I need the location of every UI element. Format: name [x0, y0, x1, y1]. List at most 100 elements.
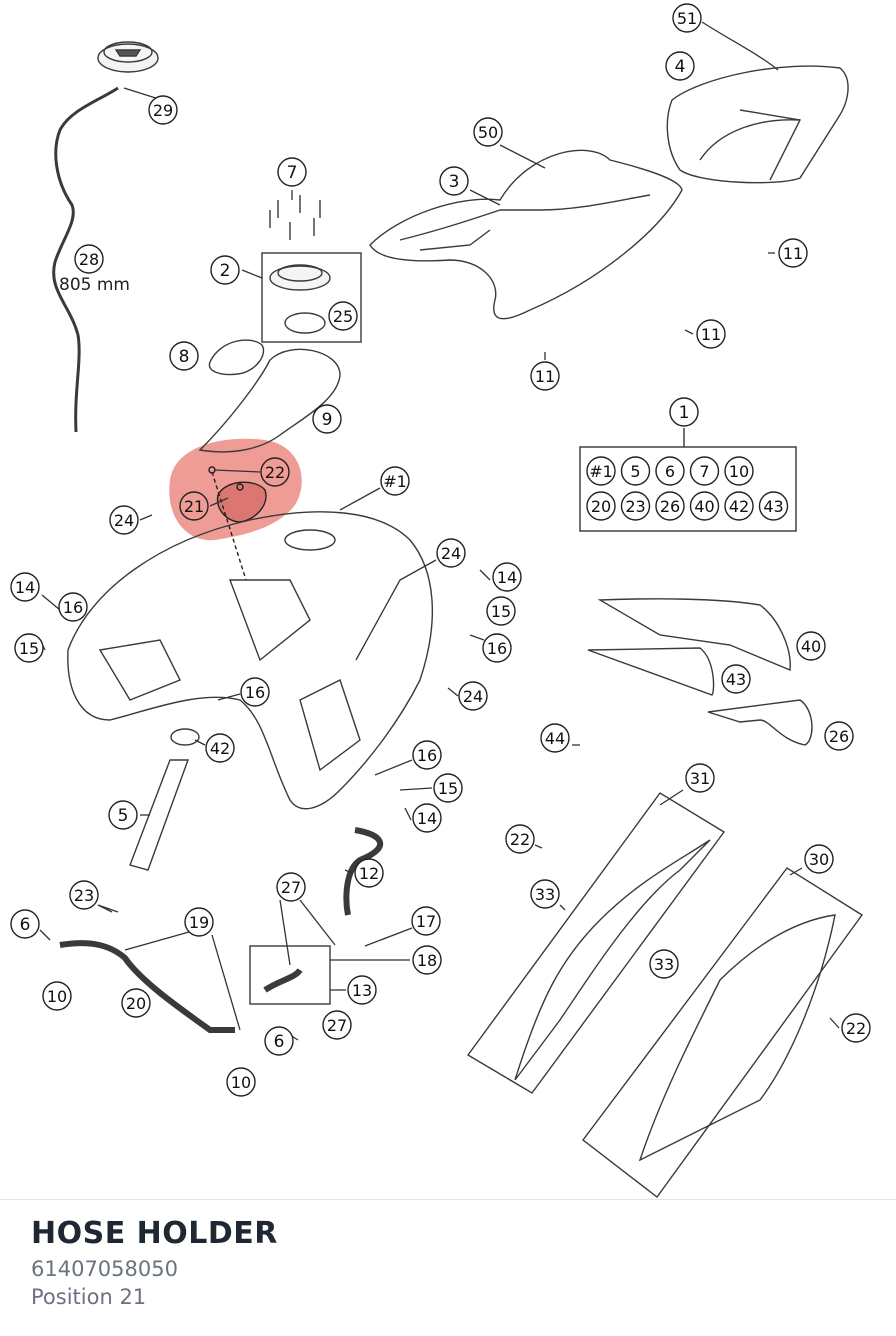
callout[interactable]: 14 [10, 572, 40, 602]
callout-selected[interactable]: 22 [260, 457, 290, 487]
callout[interactable]: 43 [721, 664, 751, 694]
kit-item[interactable]: 7 [689, 456, 720, 486]
callout[interactable]: 1 [669, 397, 699, 427]
callout[interactable]: 33 [649, 949, 679, 979]
leader-line [279, 899, 291, 966]
callout-circle [347, 975, 377, 1005]
kit-item[interactable]: 10 [724, 456, 754, 486]
callout[interactable]: 33 [530, 879, 560, 909]
callout[interactable]: 20 [121, 988, 151, 1018]
callout[interactable]: 11 [778, 238, 808, 268]
callout[interactable]: 11 [696, 319, 726, 349]
callout[interactable]: 23 [69, 880, 99, 910]
callout[interactable]: 6 [10, 909, 40, 939]
callout-label: 8 [179, 347, 190, 367]
callout[interactable]: 42 [205, 733, 235, 763]
callout[interactable]: 24 [436, 538, 466, 568]
callout[interactable]: 51 [672, 3, 702, 33]
leader-line [97, 904, 119, 913]
callout[interactable]: 15 [486, 596, 516, 626]
leader-line [499, 144, 546, 169]
part-drawings [52, 41, 864, 1198]
kit-item[interactable]: 6 [655, 456, 685, 486]
callout[interactable]: 14 [492, 562, 522, 592]
callout[interactable]: 50 [473, 117, 503, 147]
kit-item-circle [689, 456, 720, 486]
callout[interactable]: 16 [482, 633, 512, 663]
part-info-footer: HOSE HOLDER 61407058050 Position 21 [0, 1199, 896, 1336]
leader-line [344, 869, 353, 874]
callout[interactable]: #1 [380, 466, 410, 496]
callout[interactable]: 27 [276, 872, 306, 902]
kit-item[interactable]: 5 [620, 456, 651, 486]
callout-label: 11 [535, 367, 555, 386]
callout-label: 31 [690, 769, 710, 788]
callout-circle [121, 988, 151, 1018]
callout[interactable]: 24 [109, 505, 139, 535]
callout[interactable]: 3 [439, 166, 469, 196]
callout-circle [169, 341, 199, 371]
callout[interactable]: 10 [226, 1067, 256, 1097]
callout[interactable]: 40 [796, 631, 826, 661]
callout[interactable]: 22 [841, 1013, 871, 1043]
leader-line [209, 497, 229, 507]
kit-item[interactable]: #1 [586, 456, 616, 486]
callout[interactable]: 4 [665, 51, 695, 81]
leader-line [355, 559, 437, 661]
callout[interactable]: 11 [530, 361, 560, 391]
callout[interactable]: 14 [412, 803, 442, 833]
kit-item[interactable]: 26 [655, 491, 685, 521]
callout[interactable]: 30 [804, 844, 834, 874]
kit-item-label: 23 [625, 497, 645, 516]
callout-label: 23 [74, 886, 94, 905]
callout[interactable]: 18 [412, 945, 442, 975]
callout-label: 29 [153, 101, 173, 120]
callout[interactable]: 7 [277, 157, 307, 187]
callout[interactable]: 15 [433, 773, 463, 803]
callout[interactable]: 2 [210, 255, 240, 285]
callout[interactable]: 9 [312, 404, 342, 434]
callout[interactable]: 17 [411, 906, 441, 936]
kit-item[interactable]: 42 [724, 491, 754, 521]
callout-label: 3 [449, 172, 460, 192]
callout-selected[interactable]: 21 [179, 491, 209, 521]
callout[interactable]: 16 [412, 740, 442, 770]
callout[interactable]: 19 [184, 907, 214, 937]
callout[interactable]: 16 [58, 592, 88, 622]
callout[interactable]: 26 [824, 721, 854, 751]
callout[interactable]: 8 [169, 341, 199, 371]
callout-circle [205, 733, 235, 763]
callout-label: 6 [274, 1032, 285, 1052]
kit-item-circle [655, 491, 685, 521]
callout-label: 10 [47, 987, 67, 1006]
callout[interactable]: 12 [354, 858, 384, 888]
callout[interactable]: 29 [148, 95, 178, 125]
kit-item[interactable]: 20 [586, 491, 616, 521]
callout-label: 22 [265, 463, 285, 482]
callout[interactable]: 22 [505, 824, 535, 854]
callout[interactable]: 6 [264, 1026, 294, 1056]
callout[interactable]: 5 [108, 800, 138, 830]
kit-item[interactable]: 23 [620, 491, 651, 521]
kit-item-label: 10 [729, 462, 749, 481]
callout[interactable]: 10 [42, 981, 72, 1011]
callout[interactable]: 44 [540, 723, 570, 753]
hose-length-label: 805 mm [59, 275, 130, 295]
kit-item[interactable]: 40 [689, 491, 720, 521]
leader-line [404, 807, 412, 821]
callout[interactable]: 25 [328, 301, 358, 331]
callout[interactable]: 24 [458, 681, 488, 711]
callout-circle [264, 1026, 294, 1056]
kit-item[interactable]: 43 [758, 491, 789, 521]
callout[interactable]: 27 [322, 1010, 352, 1040]
callout[interactable]: 15 [14, 633, 44, 663]
kit-item-circle [689, 491, 720, 521]
callout-label: 11 [783, 244, 803, 263]
callout-circle [796, 631, 826, 661]
callout[interactable]: 13 [347, 975, 377, 1005]
callout[interactable]: 28 [74, 244, 104, 274]
callout[interactable]: 16 [240, 677, 270, 707]
callout[interactable]: 31 [685, 763, 715, 793]
